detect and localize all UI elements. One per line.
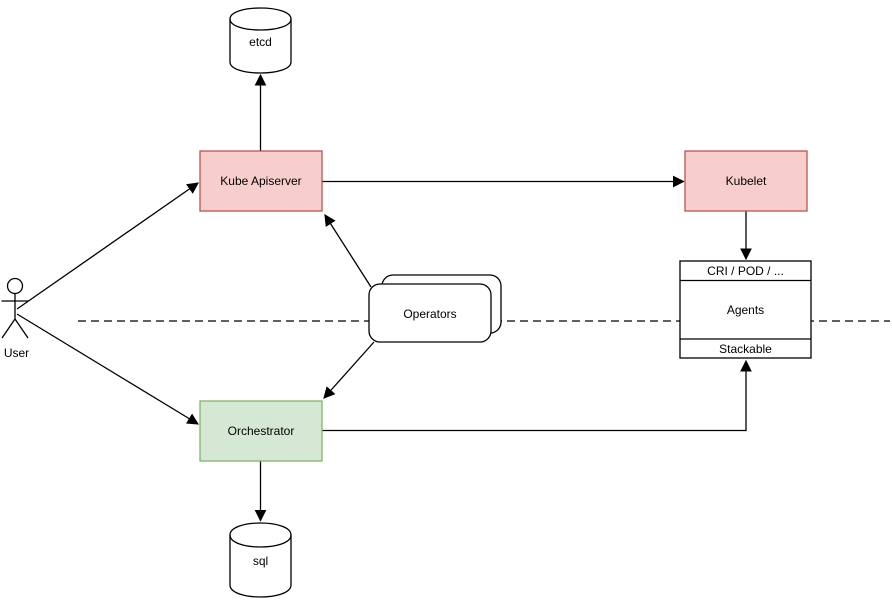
user-actor-head (6, 277, 24, 295)
kube-apiserver-label: Kube Apiserver (220, 174, 301, 188)
operators-front-card (368, 283, 492, 343)
operators-label: Operators (403, 307, 456, 321)
user-label: User (4, 346, 29, 360)
etcd-cylinder-shape (229, 7, 292, 74)
etcd-cylinder-lip (229, 18, 292, 31)
edge-user-to-orchestrator (16, 313, 199, 425)
agents-body-label: Agents (727, 303, 764, 317)
node-etcd: etcd (229, 7, 292, 74)
node-kube-apiserver: Kube Apiserver (199, 150, 323, 212)
node-operators: Operators (368, 274, 502, 343)
orchestrator-box (199, 400, 323, 462)
kube-apiserver-box (199, 150, 323, 212)
kubelet-box (684, 150, 808, 212)
orchestrator-label: Orchestrator (228, 424, 295, 438)
sql-cylinder-shape (229, 522, 292, 598)
agents-footer-label: Stackable (719, 342, 772, 356)
etcd-label: etcd (249, 35, 272, 49)
edge-operators-to-apiserver (324, 214, 372, 288)
sql-label: sql (253, 554, 268, 568)
agents-header-label: CRI / POD / ... (707, 264, 784, 278)
edge-user-to-apiserver (16, 182, 199, 310)
user-actor-body (1, 293, 29, 339)
node-agents: CRI / POD / ... Agents Stackable (679, 260, 812, 359)
sql-cylinder-lip (229, 534, 292, 548)
agents-box (679, 260, 812, 359)
node-orchestrator: Orchestrator (199, 400, 323, 462)
edge-operators-to-orchestrator (323, 341, 375, 399)
kubelet-label: Kubelet (726, 174, 767, 188)
edge-orchestrator-to-stackable (322, 359, 752, 432)
node-kubelet: Kubelet (684, 150, 808, 212)
node-user: User (1, 277, 29, 360)
node-sql: sql (229, 522, 292, 598)
